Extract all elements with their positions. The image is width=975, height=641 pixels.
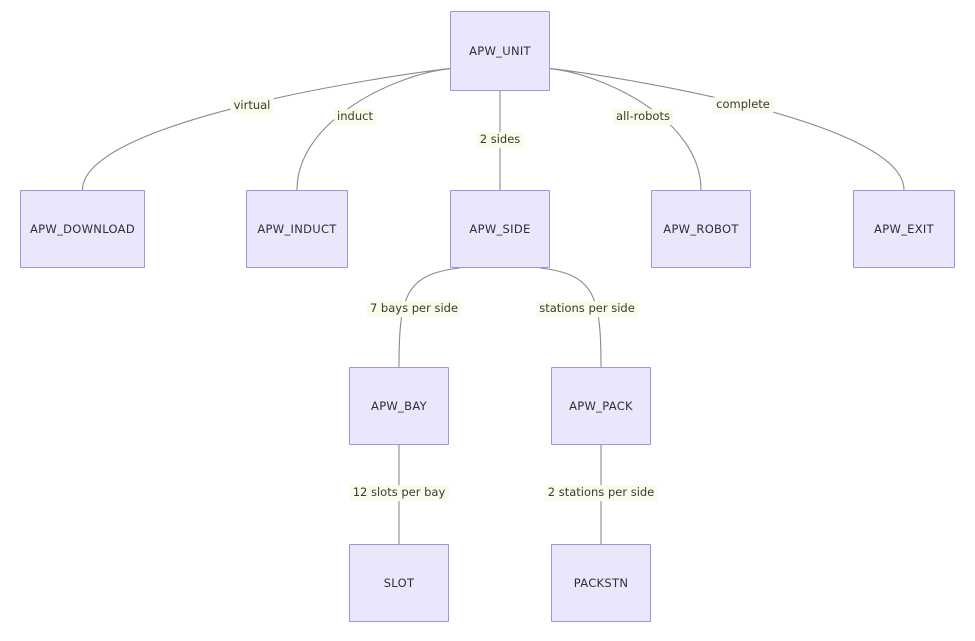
entity-label: APW_INDUCT [257, 222, 337, 236]
relationship-label-7-bays-per-side: 7 bays per side [366, 301, 462, 317]
entity-apw-exit[interactable]: APW_EXIT [853, 190, 955, 268]
entity-label: APW_PACK [569, 399, 633, 413]
entity-label: APW_UNIT [469, 44, 531, 58]
entity-label: APW_DOWNLOAD [30, 222, 135, 236]
entity-apw-bay[interactable]: APW_BAY [349, 367, 449, 445]
relationship-all-robots[interactable] [534, 59, 710, 206]
relationship-complete[interactable] [534, 59, 913, 206]
entity-label: SLOT [383, 576, 415, 590]
entity-label: APW_EXIT [874, 222, 934, 236]
entity-label: APW_BAY [371, 399, 427, 413]
relationship-label-12-slots-per-bay: 12 slots per bay [349, 485, 449, 501]
relationship-stations-per-side[interactable] [531, 252, 610, 383]
entity-apw-induct[interactable]: APW_INDUCT [246, 190, 348, 268]
relationship-label-virtual: virtual [230, 98, 274, 114]
entity-packstn[interactable]: PACKSTN [551, 544, 651, 622]
entity-apw-pack[interactable]: APW_PACK [551, 367, 651, 445]
relationship-7-bays-per-side[interactable] [390, 252, 469, 382]
relationship-induct[interactable] [288, 59, 466, 206]
entity-label: APW_ROBOT [663, 222, 739, 236]
relationship-label-stations-per-side: stations per side [536, 301, 638, 317]
entity-apw-unit[interactable]: APW_UNIT [450, 11, 550, 91]
relationship-label-induct: induct [334, 109, 376, 125]
relationship-label-2-sides: 2 sides [476, 132, 524, 148]
entity-slot[interactable]: SLOT [349, 544, 449, 622]
relationship-label-complete: complete [713, 97, 773, 113]
entity-label: PACKSTN [573, 576, 629, 590]
entity-apw-side[interactable]: APW_SIDE [450, 190, 550, 268]
entity-apw-download[interactable]: APW_DOWNLOAD [20, 190, 145, 268]
entity-label: APW_SIDE [469, 222, 531, 236]
relationship-virtual[interactable] [73, 59, 466, 206]
relationship-label-all-robots: all-robots [613, 109, 673, 125]
relationship-label-2-stations-per-side: 2 stations per side [544, 485, 658, 501]
entity-apw-robot[interactable]: APW_ROBOT [651, 190, 751, 268]
